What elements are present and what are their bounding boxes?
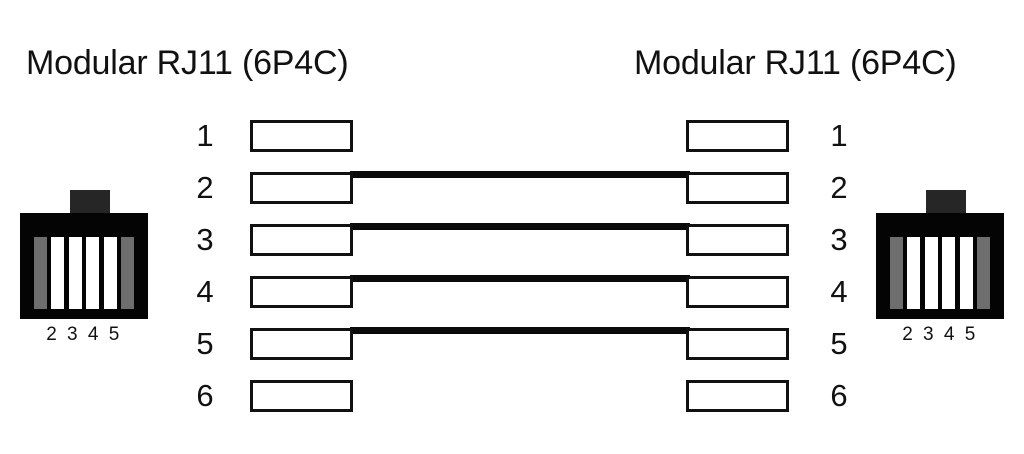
pin-contact-box[interactable] [250, 172, 353, 204]
pin-number-label: 4 [830, 274, 848, 309]
pin-number-label: 5 [830, 326, 848, 361]
pin-contact-box[interactable] [250, 120, 353, 152]
connector-slot-2 [907, 237, 921, 309]
connector-slot-3 [68, 237, 82, 309]
pin-number-label: 3 [196, 222, 214, 257]
connector-slot-3 [924, 237, 938, 309]
wire-pin-3 [350, 223, 690, 230]
pin-number-label: 3 [830, 222, 848, 257]
connector-latch-tab-right [926, 190, 966, 216]
pin-contact-box[interactable] [686, 328, 789, 360]
connector-slot-6 [976, 237, 990, 309]
wire-pin-5 [350, 327, 690, 334]
pin-contact-box[interactable] [250, 328, 353, 360]
pin-contact-box[interactable] [250, 224, 353, 256]
pin-contact-box[interactable] [250, 380, 353, 412]
pin-number-label: 2 [196, 170, 214, 205]
connector-slot-1 [890, 237, 903, 309]
pin-contact-box[interactable] [686, 172, 789, 204]
connector-slots-left [34, 237, 134, 309]
connector-pin-caption-left: 2 3 4 5 [46, 324, 122, 345]
pin-number-label: 4 [196, 274, 214, 309]
pin-number-label: 1 [196, 118, 214, 153]
connector-slot-4 [942, 237, 956, 309]
rj11-connector-icon-left: 2 3 4 5 [20, 190, 148, 345]
connector-slot-4 [86, 237, 100, 309]
connector-slot-5 [959, 237, 973, 309]
connector-slot-1 [34, 237, 47, 309]
wire-pin-4 [350, 275, 690, 282]
connector-latch-tab-left [70, 190, 110, 216]
connector-slot-2 [51, 237, 65, 309]
pin-contact-box[interactable] [686, 276, 789, 308]
pin-number-label: 5 [196, 326, 214, 361]
connector-slot-5 [103, 237, 117, 309]
left-connector-title: Modular RJ11 (6P4C) [26, 44, 349, 82]
right-connector-title: Modular RJ11 (6P4C) [634, 44, 957, 82]
pin-number-label: 6 [196, 378, 214, 413]
pin-number-label: 2 [830, 170, 848, 205]
pin-number-label: 1 [830, 118, 848, 153]
pin-contact-box[interactable] [686, 224, 789, 256]
pin-number-label: 6 [830, 378, 848, 413]
pin-contact-box[interactable] [686, 380, 789, 412]
rj11-connector-icon-right: 2 3 4 5 [876, 190, 1004, 345]
connector-pin-caption-right: 2 3 4 5 [902, 324, 978, 345]
pin-contact-box[interactable] [250, 276, 353, 308]
pin-contact-box[interactable] [686, 120, 789, 152]
wire-pin-2 [350, 171, 690, 178]
connector-slots-right [890, 237, 990, 309]
connector-slot-6 [120, 237, 134, 309]
